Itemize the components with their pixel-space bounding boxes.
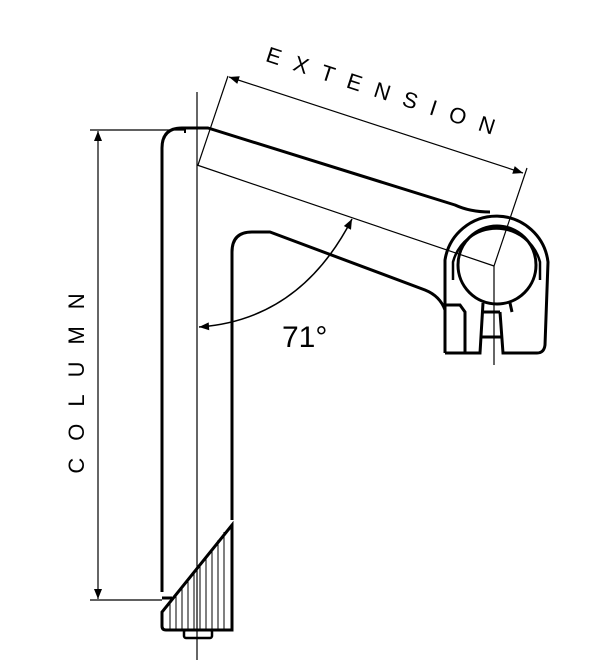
center-lines xyxy=(196,92,528,660)
stem-body xyxy=(160,126,491,592)
column-label: COLUMN xyxy=(64,276,89,473)
stem-inner-contour xyxy=(230,230,447,520)
stem-outer-contour xyxy=(160,126,491,592)
expander-wedge xyxy=(160,520,234,640)
extension-dimension xyxy=(197,75,524,174)
clamp-outer xyxy=(443,214,550,355)
clamp-bore xyxy=(456,224,538,306)
handlebar-clamp xyxy=(443,214,550,355)
column-dimension xyxy=(90,129,185,601)
bolt-head xyxy=(182,628,214,640)
angle-label: 71° xyxy=(282,321,327,354)
angle-arc xyxy=(198,218,353,331)
